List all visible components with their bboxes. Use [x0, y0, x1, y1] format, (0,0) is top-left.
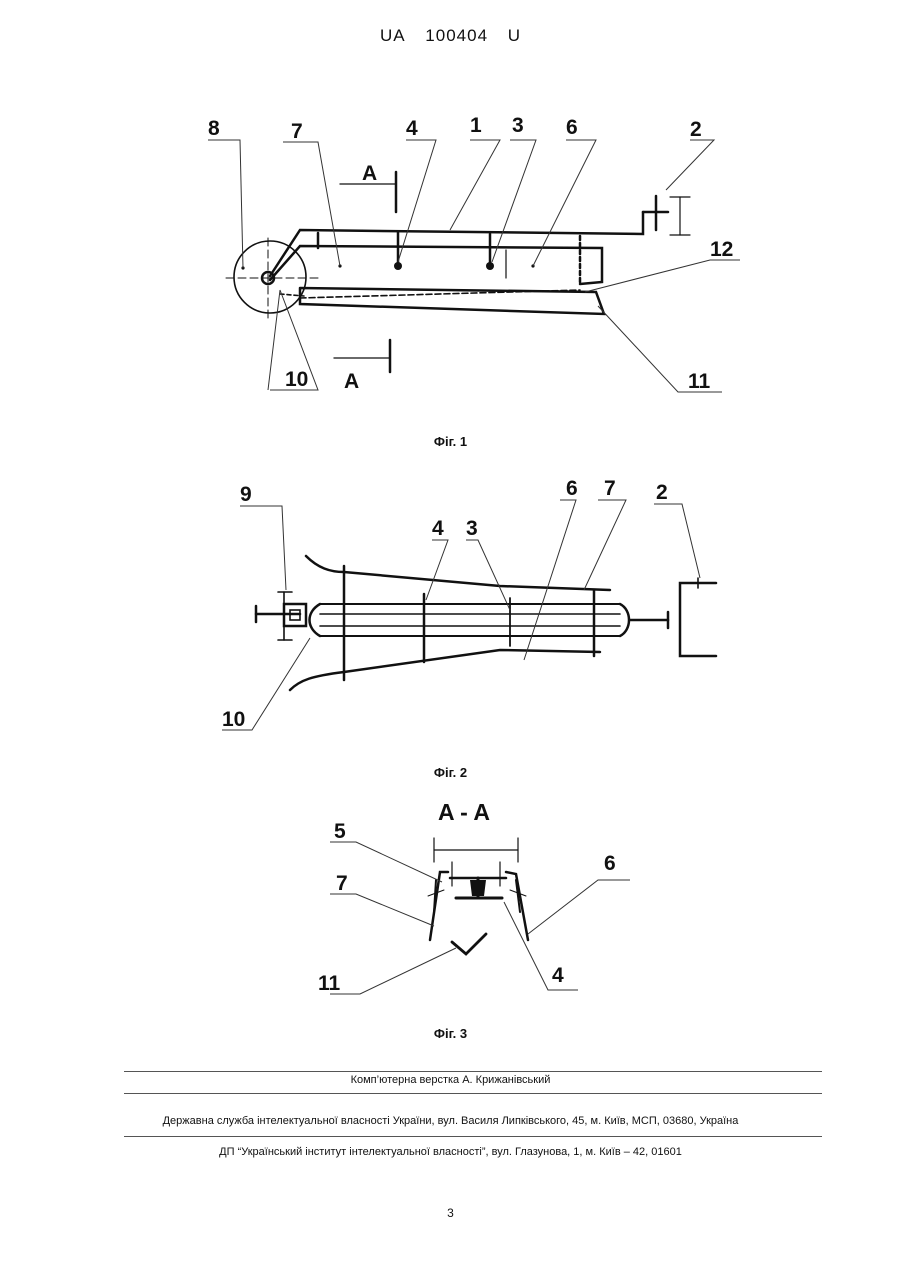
figure-3-leaders [330, 842, 630, 994]
figure-1-caption: Фіг. 1 [0, 434, 901, 449]
fig3-label-7: 7 [336, 872, 348, 895]
footer-rule-1 [124, 1071, 822, 1072]
figure-2-lines [256, 556, 716, 690]
fig2-label-9: 9 [240, 483, 252, 506]
footer-layout: Комп’ютерна верстка А. Крижанівський [0, 1074, 901, 1086]
fig2-label-4: 4 [432, 517, 444, 540]
fig1-section-a-bottom: A [344, 370, 359, 393]
fig1-label-10: 10 [285, 368, 308, 391]
fig1-label-6: 6 [566, 116, 578, 139]
figure-3-caption: Фіг. 3 [0, 1026, 901, 1041]
fig3-label-11: 11 [318, 972, 341, 995]
figure-3-drawing: A - A 5 7 6 11 4 [0, 790, 901, 1010]
figure-3-beam-fill [470, 880, 486, 896]
fig3-label-4: 4 [552, 964, 564, 987]
fig1-label-8: 8 [208, 117, 220, 140]
fig3-title: A - A [438, 799, 490, 825]
fig3-label-6: 6 [604, 852, 616, 875]
fig2-label-3: 3 [466, 517, 478, 540]
fig1-label-3: 3 [512, 114, 524, 137]
page-number: 3 [0, 1206, 901, 1220]
fig1-label-2: 2 [690, 118, 702, 141]
fig1-label-4: 4 [406, 117, 418, 140]
figure-1-leaders [208, 140, 740, 392]
fig2-label-7: 7 [604, 477, 616, 500]
fig1-label-11: 11 [688, 370, 711, 393]
fig1-label-1: 1 [470, 114, 482, 137]
figure-1-drawing: 8 7 4 1 3 6 2 12 10 11 A A [0, 0, 901, 420]
fig3-label-5: 5 [334, 820, 346, 843]
footer-rule-2 [124, 1093, 822, 1094]
figure-2-caption: Фіг. 2 [0, 765, 901, 780]
footer-rule-3 [124, 1136, 822, 1137]
fig2-label-2: 2 [656, 481, 668, 504]
footer-institute: ДП “Український інститут інтелектуальної… [0, 1146, 901, 1158]
footer-service: Державна служба інтелектуальної власност… [0, 1115, 901, 1127]
fig2-label-10: 10 [222, 708, 245, 731]
fig1-section-a-top: A [362, 162, 377, 185]
fig1-label-12: 12 [710, 238, 733, 261]
figure-1-callouts: 8 7 4 1 3 6 2 12 10 11 A A [208, 114, 733, 393]
figure-2-drawing: 9 4 3 6 7 2 10 [0, 470, 901, 740]
fig1-label-7: 7 [291, 120, 303, 143]
figure-1-lines [226, 172, 690, 372]
fig2-label-6: 6 [566, 477, 578, 500]
